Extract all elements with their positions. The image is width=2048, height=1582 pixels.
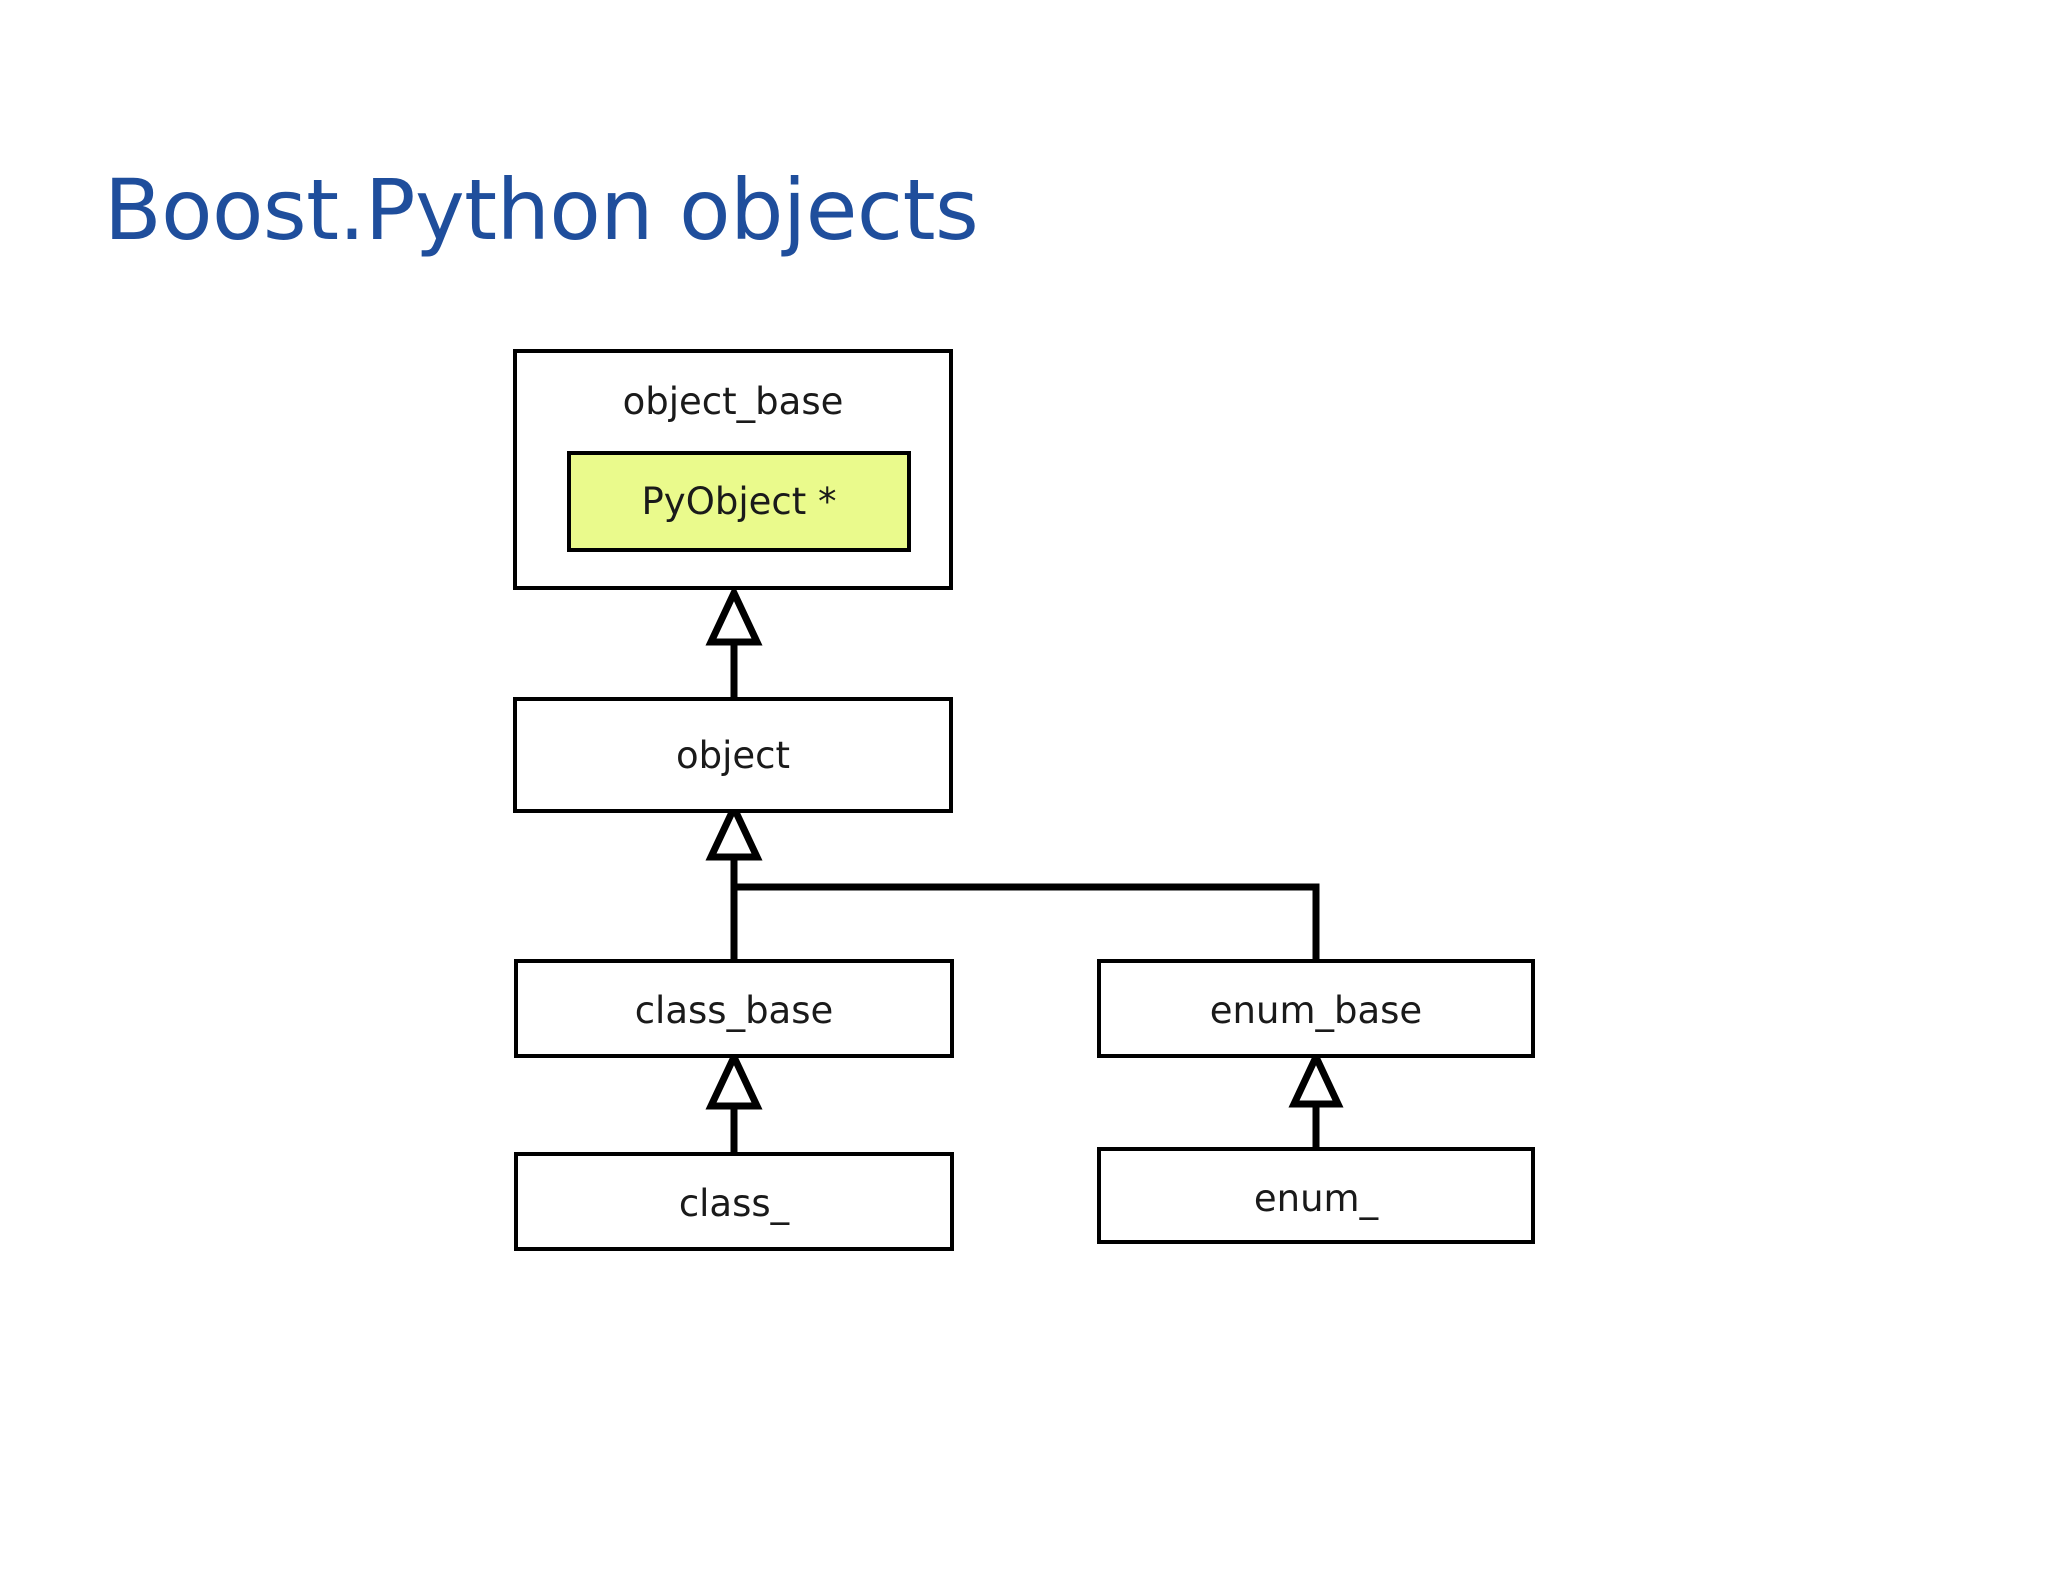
generalization-class-base-to-object — [705, 799, 763, 959]
generalization-enum-base-to-object — [734, 883, 1320, 959]
uml-class-name: class_base — [634, 989, 834, 1032]
uml-class-name: object_base — [622, 380, 844, 423]
uml-class-class-base[interactable]: class_base — [514, 959, 954, 1058]
uml-class-enum-base[interactable]: enum_base — [1097, 959, 1535, 1058]
uml-class-name: class_ — [678, 1182, 790, 1225]
uml-class-name: enum_ — [1253, 1177, 1379, 1220]
generalization-arrowhead — [705, 1048, 763, 1110]
generalization-object-to-object-base — [705, 584, 763, 697]
generalization-class-to-class-base — [705, 1048, 763, 1152]
uml-class-object-base[interactable]: object_base PyObject * — [513, 349, 953, 590]
page-title: Boost.Python objects — [104, 161, 979, 260]
uml-member-label: PyObject * — [641, 480, 837, 523]
generalization-arrowhead — [705, 584, 763, 646]
generalization-enum-to-enum-base — [1288, 1048, 1344, 1147]
uml-class-object[interactable]: object — [513, 697, 953, 813]
generalization-arrowhead — [705, 799, 763, 861]
generalization-elbow — [734, 883, 1320, 959]
uml-member-pyobject-pointer[interactable]: PyObject * — [567, 451, 911, 552]
uml-class-name: enum_base — [1209, 989, 1423, 1032]
uml-class-name: object — [675, 734, 791, 777]
uml-class-class-underscore[interactable]: class_ — [514, 1152, 954, 1251]
generalization-arrowhead — [1288, 1048, 1344, 1108]
uml-class-enum-underscore[interactable]: enum_ — [1097, 1147, 1535, 1244]
